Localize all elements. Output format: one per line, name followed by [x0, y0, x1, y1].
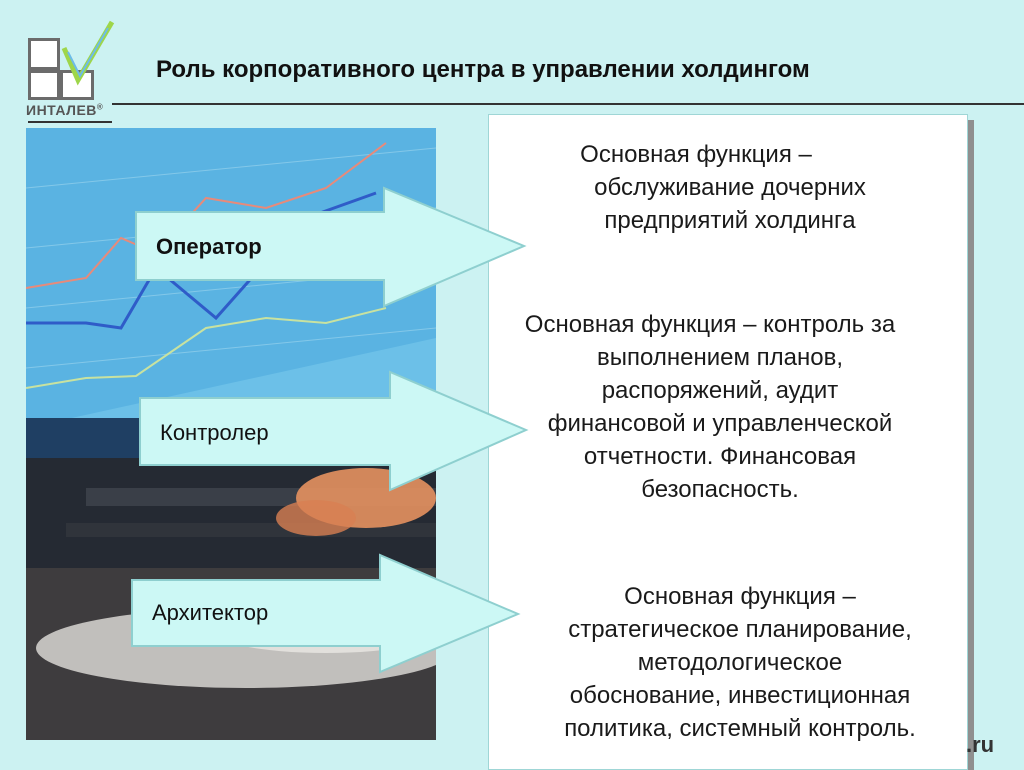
role-operator: Оператор [156, 234, 262, 259]
logo-square [28, 38, 60, 70]
page-title: Роль корпоративного центра в управлении … [156, 56, 810, 83]
logo-divider [28, 121, 112, 123]
checkmark-icon [61, 20, 115, 86]
arrow-controller [139, 370, 529, 492]
logo-square [28, 70, 60, 100]
footer-domain: .ru [966, 732, 995, 757]
function-text-operator: Основная функция – обслуживание дочерних… [580, 141, 866, 234]
logo-wordmark: ИНТАЛЕВ® [26, 102, 104, 118]
title-divider [112, 103, 1024, 105]
function-text-controller: Основная функция – контроль за выполнени… [524, 311, 896, 503]
role-architect: Архитектор [152, 600, 269, 625]
arrow-architect [131, 553, 521, 674]
role-controller: Контролер [160, 420, 269, 445]
functions-panel [488, 114, 968, 770]
function-text-architect: Основная функция – стратегическое планир… [564, 583, 916, 742]
arrow-operator [135, 186, 527, 308]
intalev-logo: ИНТАЛЕВ® [24, 18, 115, 124]
